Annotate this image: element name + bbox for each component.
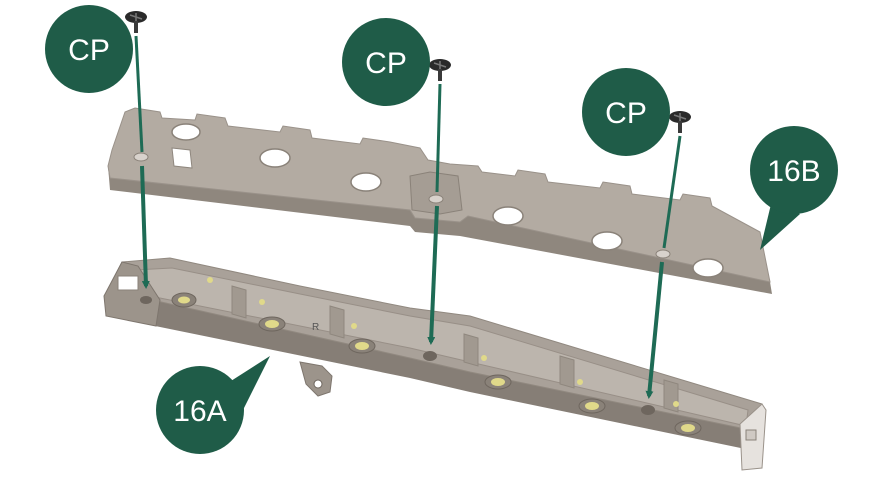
svg-text:16B: 16B <box>767 155 820 188</box>
callout-cp-2: CP <box>342 18 430 106</box>
screw-3 <box>669 111 691 133</box>
callout-cp-3: CP <box>582 68 670 156</box>
plate-holes <box>171 123 724 278</box>
callout-cp-1: CP <box>45 5 133 93</box>
arrow-screw-3-to-plate <box>662 135 682 249</box>
arrow-screw-3-to-rail <box>645 261 664 399</box>
top-plate-16b <box>107 107 772 294</box>
svg-text:16A: 16A <box>173 395 226 428</box>
part-marking-r: R <box>312 322 319 333</box>
callout-16b: 16B <box>750 126 838 250</box>
svg-text:CP: CP <box>68 34 110 67</box>
arrow-screw-1-to-plate <box>134 35 144 153</box>
callout-16a: 16A <box>156 356 270 454</box>
svg-text:CP: CP <box>605 97 647 130</box>
arrow-screw-2-to-rail <box>427 205 439 345</box>
assembly-arrows <box>134 35 682 399</box>
screw-2 <box>429 59 451 81</box>
svg-text:CP: CP <box>365 47 407 80</box>
arrow-screw-2-to-plate <box>435 83 442 193</box>
bottom-rail-16a: R <box>103 257 767 471</box>
rail-screw-holes <box>140 292 702 436</box>
screw-1 <box>125 11 147 33</box>
arrow-screw-1-to-rail <box>140 165 150 289</box>
